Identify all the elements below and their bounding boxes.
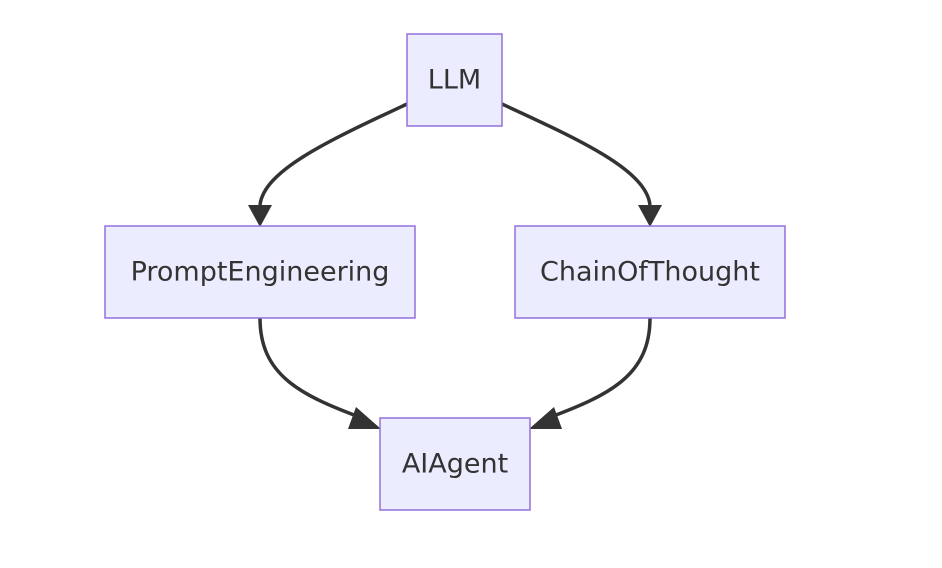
edges <box>248 102 662 429</box>
node-llm: LLM <box>406 33 503 127</box>
node-prompt-engineering-label: PromptEngineering <box>131 257 390 288</box>
edge-prompt-engineering-to-ai-agent <box>258 317 381 429</box>
edge-chain-of-thought-to-ai-agent <box>529 317 652 429</box>
edge-llm-to-chain-of-thought <box>501 102 662 227</box>
node-llm-label: LLM <box>428 65 481 96</box>
node-chain-of-thought: ChainOfThought <box>514 225 786 319</box>
edge-llm-to-prompt-engineering <box>248 102 408 227</box>
node-ai-agent-label: AIAgent <box>402 449 508 480</box>
node-prompt-engineering: PromptEngineering <box>104 225 416 319</box>
node-ai-agent: AIAgent <box>379 417 531 511</box>
node-chain-of-thought-label: ChainOfThought <box>540 257 760 288</box>
